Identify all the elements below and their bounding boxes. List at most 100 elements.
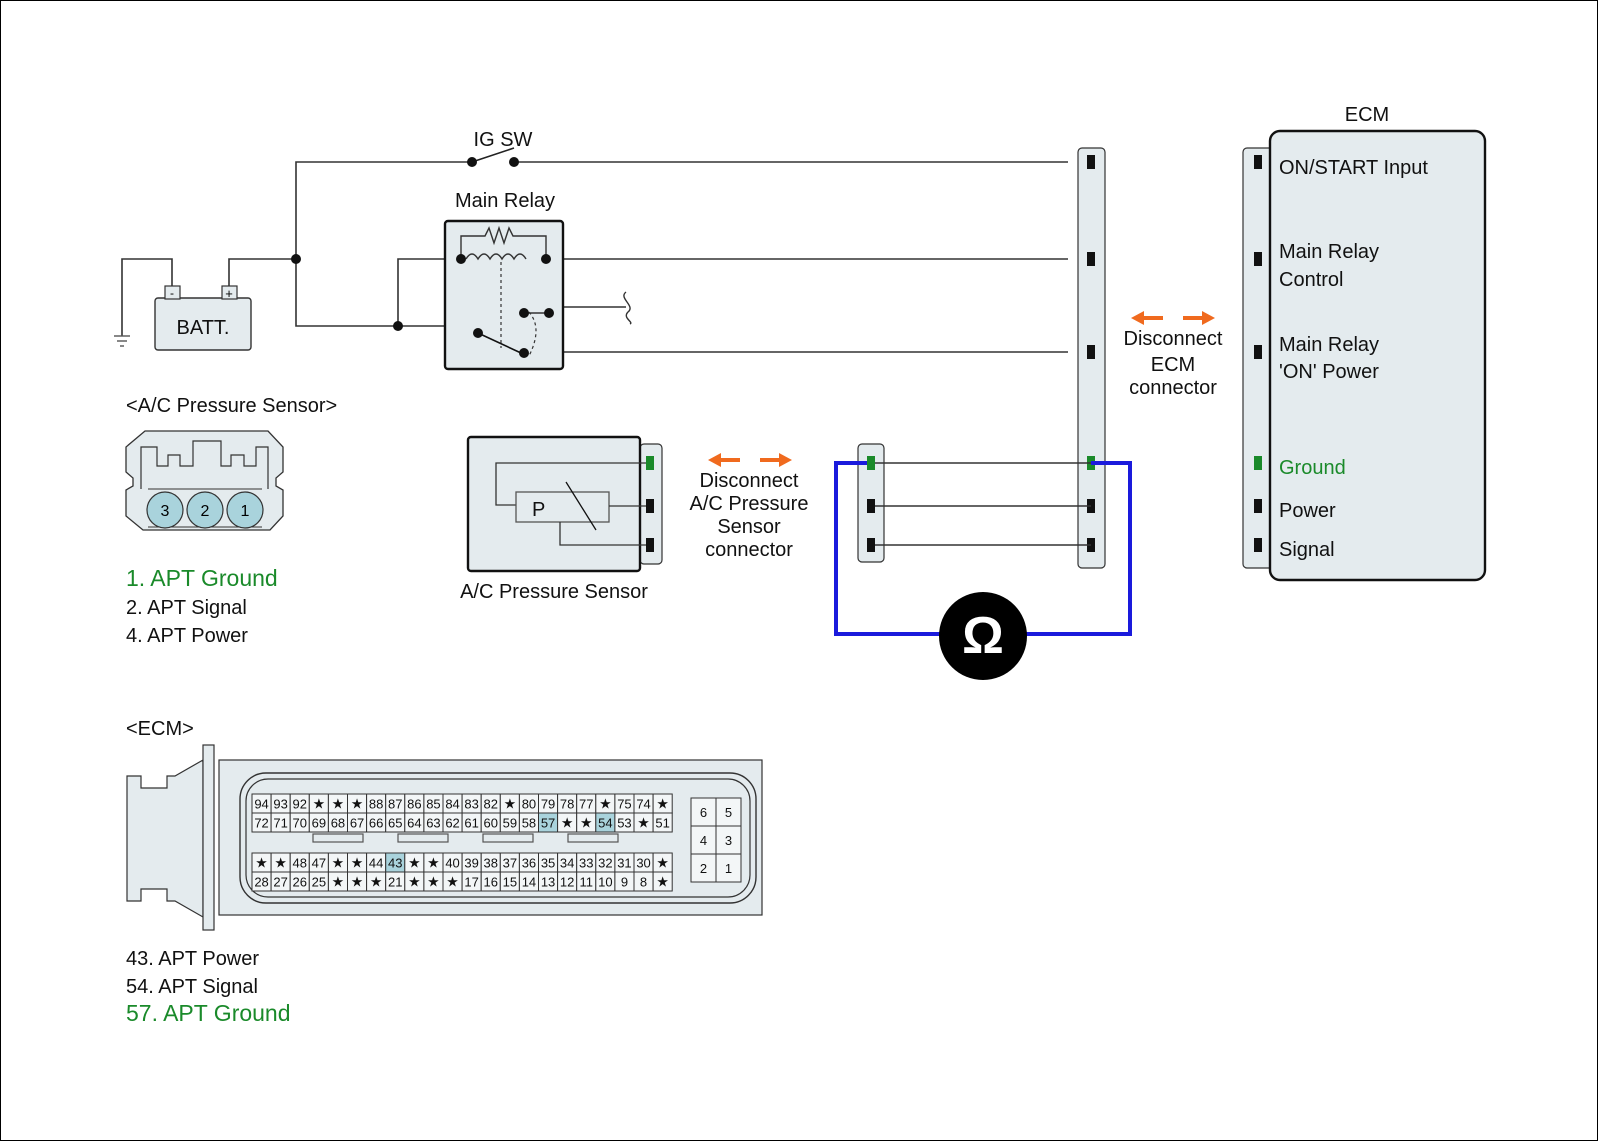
ecm-pin-number: 48 <box>293 856 307 871</box>
ecm-pin-number: 37 <box>503 856 517 871</box>
battery-negative-terminal <box>164 285 181 300</box>
ecm-pin-number: 69 <box>312 816 326 831</box>
ecm-pin-number: 64 <box>407 816 421 831</box>
ecm-pin-label: Signal <box>1279 539 1335 561</box>
main-relay-label: Main Relay <box>455 190 555 212</box>
ecm-pin-number: 77 <box>579 797 593 812</box>
connector-pin <box>867 538 875 552</box>
ecm-pin-number: 84 <box>445 797 459 812</box>
ecm-pin-number: 38 <box>484 856 498 871</box>
ecm-pin-number: 21 <box>388 875 402 890</box>
ecm-pin-number: ★ <box>427 874 440 890</box>
ecm-pin-number: 88 <box>369 797 383 812</box>
ecm-pin-number: 67 <box>350 816 364 831</box>
ecm-aux-pin-cell <box>715 853 742 883</box>
ecm-box <box>1268 129 1487 582</box>
ecm-pin-number: ★ <box>332 874 345 890</box>
ecm-pin-number: 63 <box>426 816 440 831</box>
sensor-pin <box>646 538 654 552</box>
ecm-pin-number: ★ <box>332 796 345 812</box>
ecm-pin-number: ★ <box>561 815 574 831</box>
ecm-pin-number: 82 <box>484 797 498 812</box>
ecm-pin-number: 40 <box>445 856 459 871</box>
harness-pin <box>1087 252 1095 266</box>
ecm-legend-item: 43. APT Power <box>126 948 259 970</box>
ac-sensor-label: A/C Pressure Sensor <box>460 581 648 603</box>
ecm-pin-number: 72 <box>254 816 268 831</box>
disconnect-sensor-arrow-icon <box>708 453 792 467</box>
power-wires <box>121 147 1068 353</box>
ecm-connector-title: <ECM> <box>126 718 194 740</box>
wire-ig-left <box>295 161 472 258</box>
harness-pin <box>1087 345 1095 359</box>
ecm-pin-number: 8 <box>640 875 647 890</box>
battery: - + BATT. <box>154 285 252 351</box>
ecm-pin-number: 13 <box>541 875 555 890</box>
disconnect-sensor-line3: Sensor <box>717 516 781 538</box>
battery-pos-sign: + <box>225 286 233 301</box>
ecm-pin-cell <box>652 812 673 833</box>
ecm-aux-pin-number: 3 <box>725 833 732 848</box>
ecm-pin-number: ★ <box>255 855 268 871</box>
ecm-pin-number: 83 <box>464 797 478 812</box>
ecm-pin-number: 74 <box>636 797 650 812</box>
ac-connector-title: <A/C Pressure Sensor> <box>126 395 337 417</box>
harness-pin <box>1087 155 1095 169</box>
ac-connector-pin-3 <box>146 491 184 529</box>
ecm-pin-number: 65 <box>388 816 402 831</box>
ecm-pin <box>1254 538 1262 552</box>
ecm-pin-label: Control <box>1279 269 1343 291</box>
battery-label: BATT. <box>177 317 230 339</box>
relay-resistor <box>460 225 547 259</box>
ecm-pin-number: 85 <box>426 797 440 812</box>
ecm-pin-number: 71 <box>273 816 287 831</box>
ecm-pin-number: ★ <box>370 874 383 890</box>
ecm-aux-pin-number: 5 <box>725 805 732 820</box>
disconnect-ecm-arrow-icon <box>1131 311 1215 325</box>
disconnect-sensor-line2: A/C Pressure <box>690 493 809 515</box>
ecm-pin-number: ★ <box>313 796 326 812</box>
ecm-pin-number: 12 <box>560 875 574 890</box>
ecm-pin-number: 92 <box>293 797 307 812</box>
ecm-pin-number: 11 <box>580 875 594 890</box>
disconnect-sensor-line1: Disconnect <box>700 470 799 492</box>
ecm-pin-label: Power <box>1279 500 1336 522</box>
pressure-element <box>515 491 610 523</box>
wire-junction-relay <box>295 258 466 327</box>
connector-pin <box>867 499 875 513</box>
ecm-pin-label: Main Relay <box>1279 241 1379 263</box>
sensor-p-label: P <box>532 499 545 521</box>
ecm-pin-number: 28 <box>254 875 268 890</box>
ecm-pin-number: ★ <box>446 874 459 890</box>
ecm-pin <box>1254 499 1262 513</box>
ecm-pin-number: ★ <box>504 796 517 812</box>
ecm-pin-number: 57 <box>541 816 555 831</box>
sensor-pin-ground <box>646 456 654 470</box>
ecm-pin-number: 79 <box>541 797 555 812</box>
ecm-pin-number: 31 <box>617 856 631 871</box>
ac-pin-label: 3 <box>161 503 170 520</box>
ecm-pin-number: 68 <box>331 816 345 831</box>
ecm-pin-number: 51 <box>655 816 669 831</box>
ecm-pin-number: ★ <box>351 874 364 890</box>
ecm-pin-number: 39 <box>464 856 478 871</box>
ac-connector-face: 3 2 1 <box>125 430 284 531</box>
ecm-aux-pin-number: 4 <box>700 833 707 848</box>
wire-relay-coil-left <box>397 258 451 326</box>
ecm-aux-pin-cell <box>690 797 717 827</box>
relay-switch-lever <box>477 332 522 354</box>
ecm-aux-pin-number: 6 <box>700 805 707 820</box>
ecm-aux-pin-cell <box>715 825 742 855</box>
ecm-pin-number: 53 <box>617 816 631 831</box>
ecm-pin-number: 17 <box>464 875 478 890</box>
disconnect-ecm-line2: ECM <box>1151 354 1195 376</box>
ac-connector-pin-1 <box>226 491 264 529</box>
ecm-pin-number: ★ <box>274 855 287 871</box>
ecm-pin-number: ★ <box>656 874 669 890</box>
ecm-pin-number: 36 <box>522 856 536 871</box>
ecm-pin-label: 'ON' Power <box>1279 361 1379 383</box>
ecm-pin-number: ★ <box>656 796 669 812</box>
ecm-pin <box>1254 456 1262 470</box>
